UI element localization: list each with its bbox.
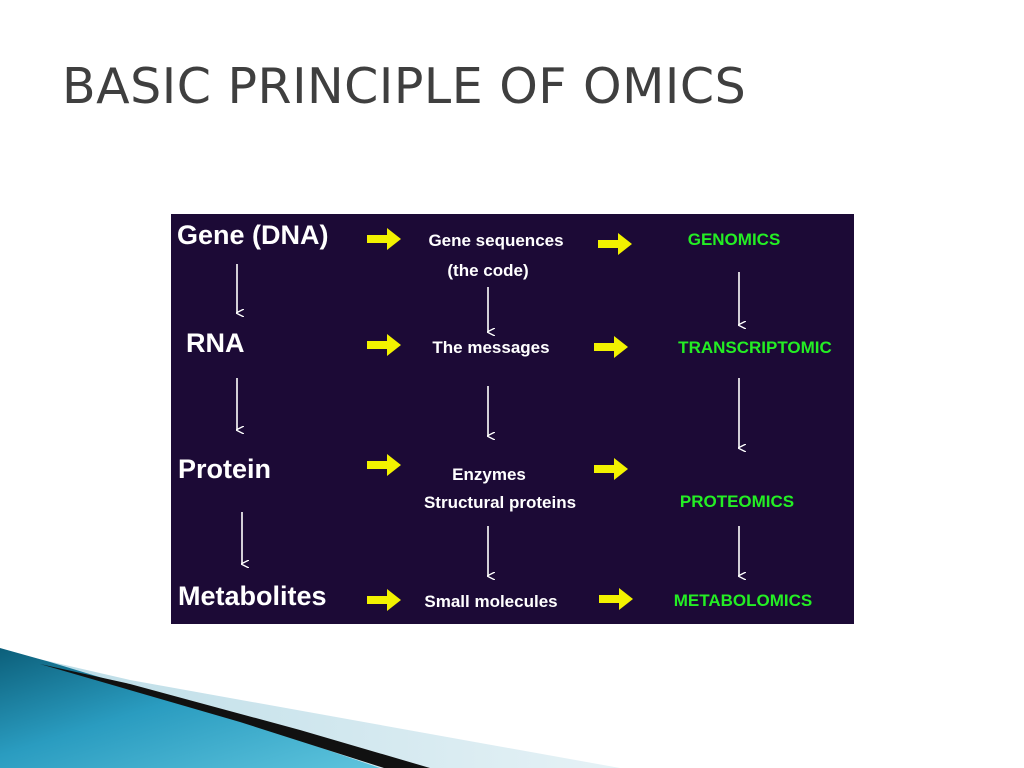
omics-diagram: Gene (DNA) RNA Protein Metabolites Gene …: [171, 214, 854, 624]
omics-genomics: GENOMICS: [687, 230, 781, 249]
arrow-right-icon: [367, 454, 401, 476]
slide-title: BASIC PRINCIPLE OF OMICS: [62, 58, 747, 115]
stage-label-metabolites: Metabolites: [178, 581, 327, 611]
content-enzymes: Enzymes: [452, 465, 526, 484]
omics-transcriptomic: TRANSCRIPTOMIC: [678, 338, 832, 357]
arrow-right-icon: [367, 589, 401, 611]
content-structural-proteins: Structural proteins: [423, 493, 577, 512]
arrow-right-icon: [367, 334, 401, 356]
stage-label-protein: Protein: [178, 454, 272, 484]
content-gene-sequences: Gene sequences: [428, 231, 564, 250]
arrow-right-icon: [594, 336, 628, 358]
content-small-molecules: Small molecules: [424, 592, 558, 611]
arrow-right-icon: [598, 233, 632, 255]
omics-proteomics: PROTEOMICS: [679, 492, 795, 511]
stage-label-gene: Gene (DNA): [177, 220, 329, 250]
arrow-right-icon: [367, 228, 401, 250]
arrow-layer: [171, 228, 854, 611]
arrow-right-icon: [594, 458, 628, 480]
omics-metabolomics: METABOLOMICS: [673, 591, 813, 610]
content-messages: The messages: [432, 338, 550, 357]
content-the-code: (the code): [447, 261, 529, 280]
stage-label-rna: RNA: [186, 328, 245, 358]
arrow-right-icon: [599, 588, 633, 610]
